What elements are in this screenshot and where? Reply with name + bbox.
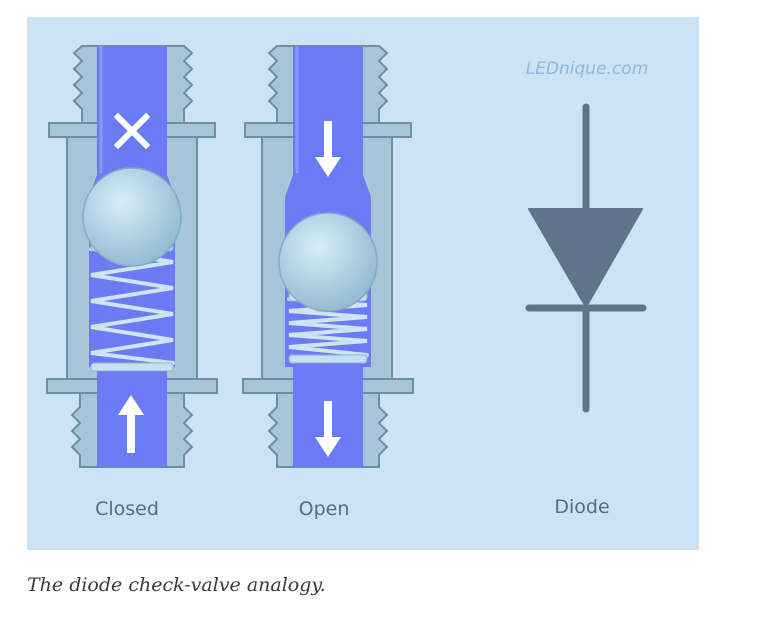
label-closed: Closed — [95, 498, 159, 520]
label-diode: Diode — [554, 496, 610, 518]
x-mark-icon — [113, 112, 151, 150]
open-valve — [242, 45, 414, 468]
diode-symbol — [525, 103, 647, 413]
diagram-figure: LEDnique.com Closed Open Diode — [27, 17, 699, 550]
arrow-down-icon — [315, 121, 341, 177]
arrow-down-icon-bottom — [315, 401, 341, 457]
arrow-up-icon — [118, 395, 144, 453]
watermark: LEDnique.com — [525, 59, 649, 79]
label-open: Open — [298, 498, 350, 520]
figure-caption: The diode check-valve analogy. — [27, 574, 326, 596]
diode-triangle — [528, 208, 643, 308]
closed-valve — [46, 45, 218, 468]
